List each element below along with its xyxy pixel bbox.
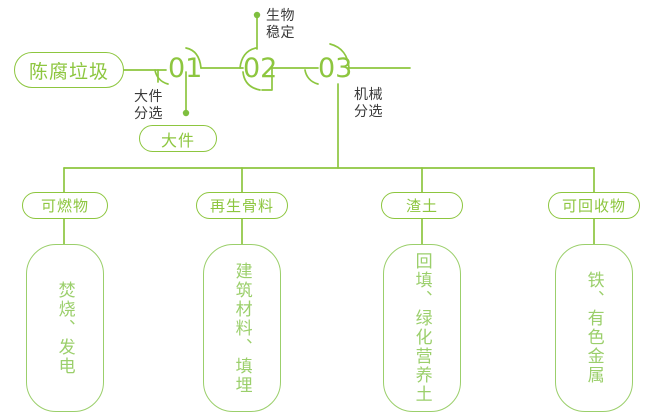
stage-number-03: 03 [318, 53, 353, 84]
arc-03-bottom [304, 69, 319, 85]
node-destination-building-material[interactable]: 建筑材料、填埋 [203, 244, 281, 412]
node-source-waste-label: 陈腐垃圾 [28, 61, 109, 83]
node-destination-metals[interactable]: 铁、有色金属 [555, 244, 633, 412]
arc-01-bottom [154, 69, 169, 85]
annotation-mechanical-sorting: 机械 分选 [354, 86, 383, 120]
node-destination-backfill-label: 回填、绿化营养土 [412, 252, 432, 404]
stage-number-02: 02 [243, 53, 278, 84]
dot-bulky [182, 109, 190, 117]
node-source-waste[interactable]: 陈腐垃圾 [14, 52, 124, 88]
node-destination-backfill[interactable]: 回填、绿化营养土 [383, 244, 461, 412]
node-destination-incineration[interactable]: 焚烧、发电 [26, 244, 104, 412]
node-destination-metals-label: 铁、有色金属 [584, 271, 604, 385]
node-bulky-output-label: 大件 [160, 132, 195, 150]
annotation-bulky-sorting: 大件 分选 [134, 88, 163, 122]
dot-bio [253, 11, 261, 19]
node-bulky-output[interactable]: 大件 [139, 125, 217, 152]
node-category-slag-soil[interactable]: 渣土 [381, 192, 463, 219]
node-destination-incineration-label: 焚烧、发电 [55, 280, 75, 376]
node-destination-building-material-label: 建筑材料、填埋 [232, 261, 252, 395]
node-category-recyclables-label: 可回收物 [561, 198, 626, 215]
stage-number-01: 01 [168, 53, 203, 84]
node-category-recyclables[interactable]: 可回收物 [548, 192, 640, 219]
node-category-recycled-aggregate[interactable]: 再生骨料 [196, 192, 288, 219]
node-category-combustible-label: 可燃物 [40, 198, 89, 215]
node-category-slag-soil-label: 渣土 [405, 198, 438, 215]
annotation-biological-stabilization: 生物 稳定 [266, 7, 295, 41]
node-category-combustible[interactable]: 可燃物 [22, 192, 108, 219]
node-category-recycled-aggregate-label: 再生骨料 [209, 198, 274, 215]
